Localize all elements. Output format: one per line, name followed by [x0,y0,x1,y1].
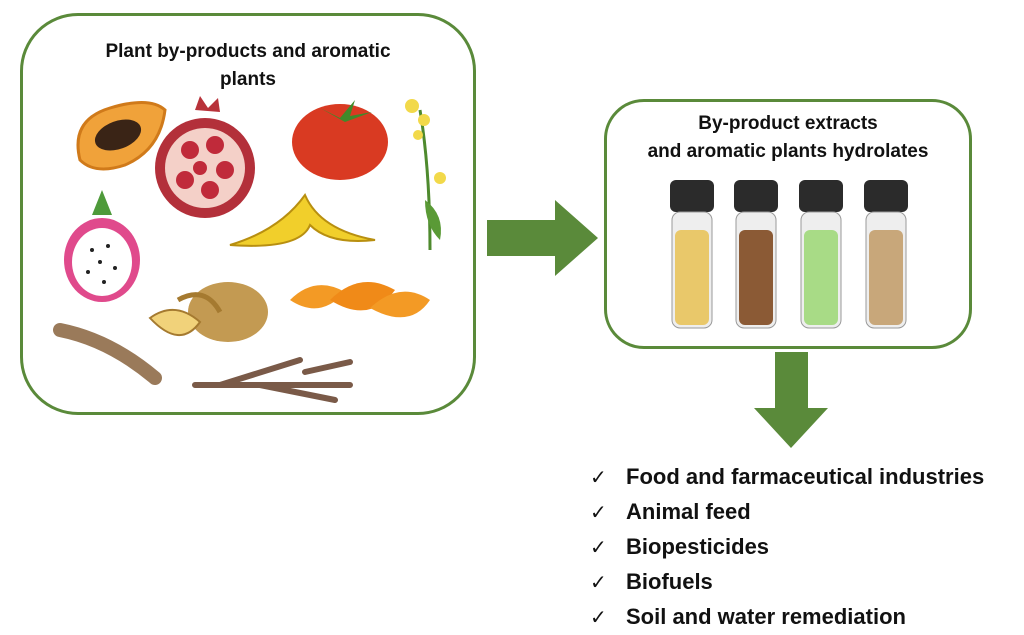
arrow-right [487,200,598,276]
papaya-icon [76,101,167,171]
banana-peel-icon [229,192,376,247]
vial-brown [734,180,778,329]
cassava-root-icon [53,323,162,385]
pomegranate-icon [155,96,255,218]
vial-tan [864,180,908,329]
vial-yellow [670,180,714,329]
vial-green [799,180,843,329]
extracts-title-line1: By-product extracts [698,113,878,134]
application-label: Biopesticides [626,534,770,559]
check-icon: ✓ [590,607,607,629]
application-item: ✓ Biofuels [590,565,984,600]
extracts-title-line2: and aromatic plants hydrolates [647,141,929,162]
potato-peel-icon [148,282,268,342]
application-item: ✓ Food and farmaceutical industries [590,460,984,495]
application-label: Food and farmaceutical industries [626,464,985,489]
check-icon: ✓ [590,572,607,594]
extracts-panel [604,99,972,349]
orange-peel-icon [290,282,430,318]
arrow-down [754,352,828,448]
check-icon: ✓ [590,467,607,489]
applications-list: ✓ Food and farmaceutical industries ✓ Anim… [590,460,984,635]
extracts-title: By-product extracts and aromatic plants … [604,110,972,166]
roots-icon [192,357,353,403]
check-icon: ✓ [590,502,607,524]
plant-byproducts-title-line1: Plant by-products and aromatic [105,41,391,62]
check-icon: ✓ [590,537,607,559]
application-item: ✓ Animal feed [590,495,984,530]
application-item: ✓ Biopesticides [590,530,984,565]
application-item: ✓ Soil and water remediation [590,600,984,635]
tomato-icon [292,100,388,180]
application-label: Soil and water remediation [626,604,906,629]
rapeseed-flower-icon [405,99,446,251]
vial-group [670,180,908,329]
application-label: Animal feed [626,499,751,524]
plant-byproducts-title-line2: plants [220,69,276,90]
application-label: Biofuels [626,569,713,594]
plant-byproducts-title: Plant by-products and aromatic plants [40,38,456,94]
dragon-fruit-icon [64,190,140,302]
